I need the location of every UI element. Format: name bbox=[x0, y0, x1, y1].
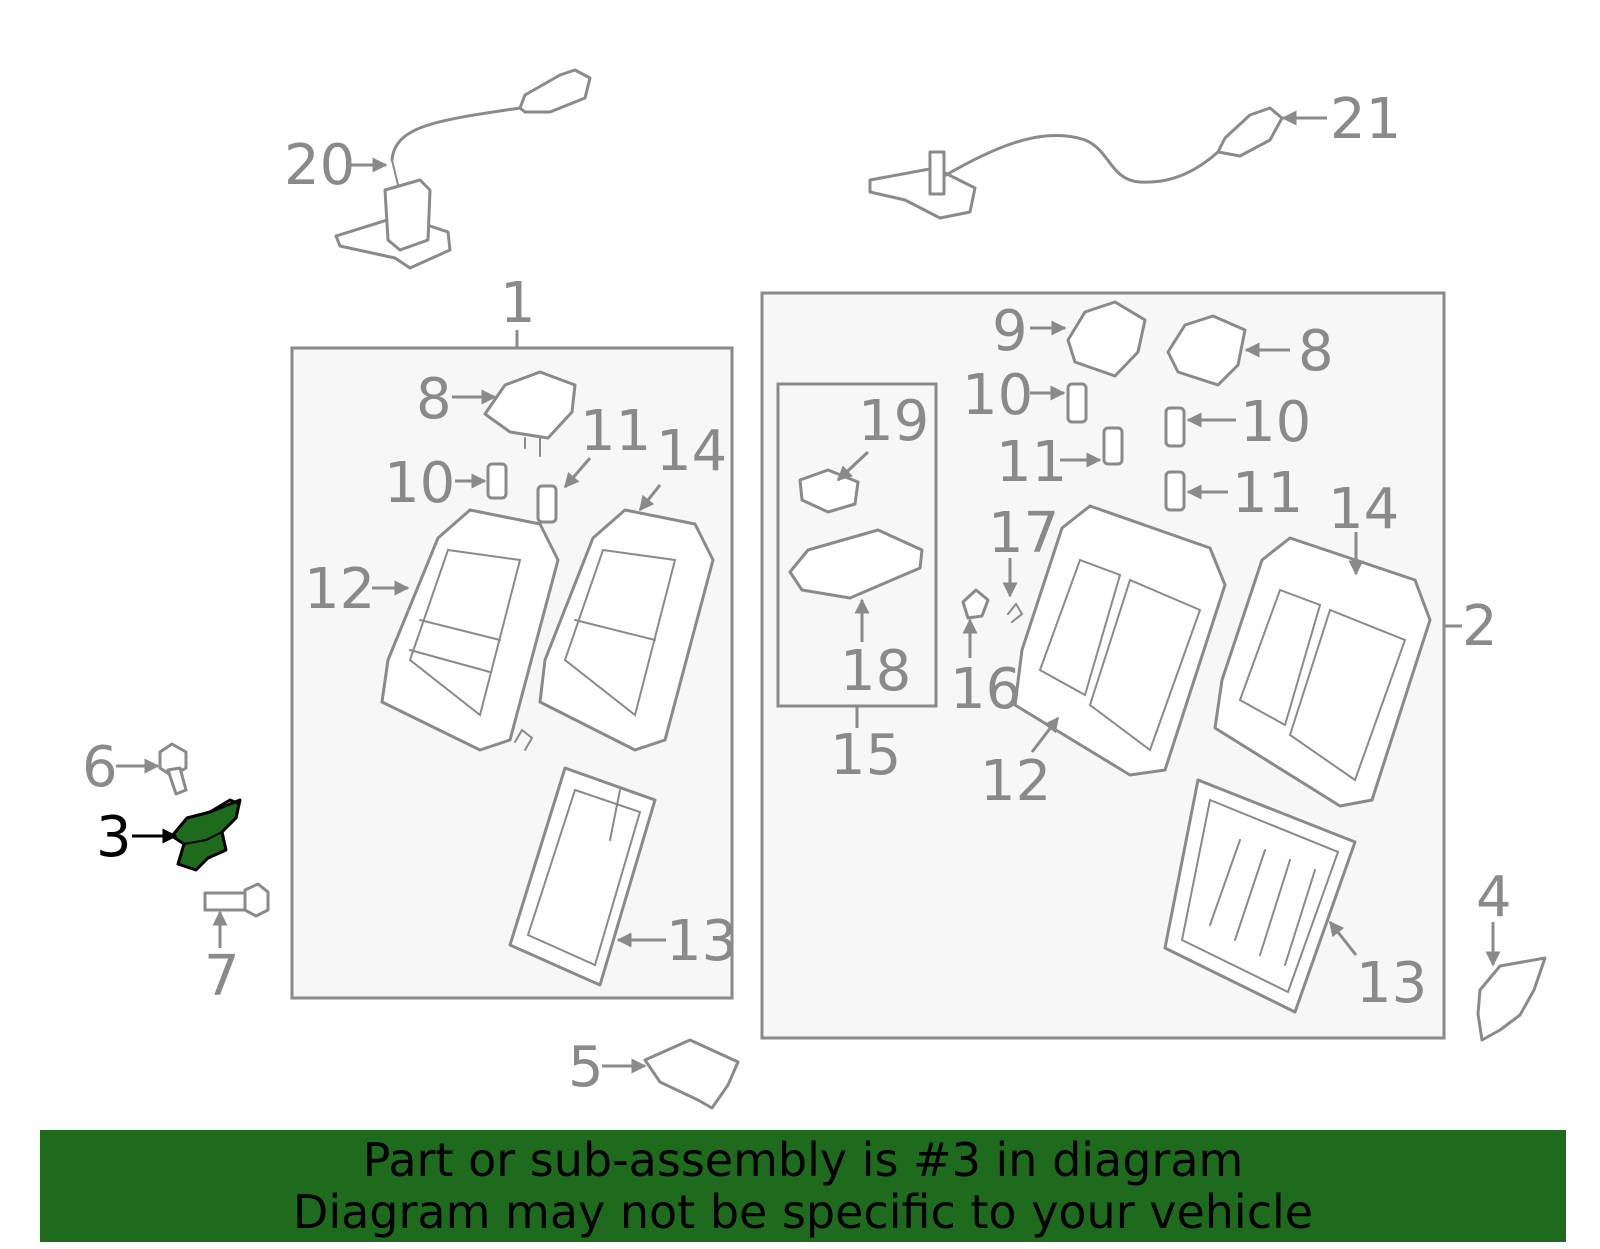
bolt-6-part bbox=[158, 742, 188, 796]
callout-13-right: 13 bbox=[1356, 951, 1427, 1016]
callout-16: 16 bbox=[950, 657, 1021, 722]
armrest-18-part bbox=[788, 528, 924, 600]
highlighted-bracket-3-part bbox=[170, 798, 242, 872]
callout-21: 21 bbox=[1330, 87, 1401, 152]
callout-14-left: 14 bbox=[656, 419, 727, 484]
callout-8-right: 8 bbox=[1298, 319, 1334, 384]
callout-10-center: 10 bbox=[962, 363, 1033, 428]
callout-13-left: 13 bbox=[666, 909, 737, 974]
left-seatback-panel-13-part bbox=[508, 766, 657, 987]
callout-2: 2 bbox=[1462, 594, 1498, 659]
callout-12-left: 12 bbox=[304, 557, 375, 622]
right-guide-10b-part bbox=[1164, 406, 1186, 448]
callout-18: 18 bbox=[840, 639, 911, 704]
left-seatback-cover-14-part bbox=[538, 508, 715, 752]
right-guide-11b-part bbox=[1164, 470, 1186, 512]
right-release-cable-part bbox=[868, 106, 1284, 220]
callout-11-left: 11 bbox=[580, 399, 651, 464]
left-clip-part bbox=[514, 728, 534, 751]
callout-14-right: 14 bbox=[1328, 477, 1399, 542]
callout-8-left: 8 bbox=[416, 367, 452, 432]
callout-12-right: 12 bbox=[980, 749, 1051, 814]
right-seatback-panel-13-part bbox=[1163, 778, 1357, 1014]
callout-4: 4 bbox=[1476, 865, 1512, 930]
callout-19: 19 bbox=[858, 389, 929, 454]
right-seatback-frame-12-part bbox=[1013, 504, 1227, 777]
hook-17-part bbox=[1007, 602, 1024, 623]
callout-9: 9 bbox=[992, 299, 1028, 364]
left-release-cable-part bbox=[334, 68, 592, 270]
left-headrest-part bbox=[483, 370, 577, 457]
callout-15: 15 bbox=[830, 723, 901, 788]
callout-11-center: 11 bbox=[996, 430, 1067, 495]
callout-17: 17 bbox=[988, 501, 1059, 566]
right-headrest-8-part bbox=[1166, 314, 1247, 387]
callout-1: 1 bbox=[500, 271, 536, 336]
trim-5-part bbox=[643, 1038, 740, 1110]
callout-3: 3 bbox=[96, 805, 132, 870]
bolt-7-part bbox=[203, 882, 270, 918]
left-headrest-guide-11-part bbox=[536, 484, 558, 524]
left-headrest-guide-10-part bbox=[486, 462, 508, 500]
callout-10-right: 10 bbox=[1240, 390, 1311, 455]
right-guide-10a-part bbox=[1066, 382, 1088, 424]
right-guide-11a-part bbox=[1102, 426, 1124, 466]
info-banner: Part or sub-assembly is #3 in diagram Di… bbox=[40, 1130, 1566, 1242]
bracket-4-part bbox=[1476, 956, 1547, 1042]
callout-5: 5 bbox=[568, 1035, 604, 1100]
callout-20: 20 bbox=[284, 133, 355, 198]
callout-7: 7 bbox=[204, 944, 240, 1009]
callout-6: 6 bbox=[82, 735, 118, 800]
center-headrest-9-part bbox=[1066, 300, 1147, 378]
callout-10-left: 10 bbox=[384, 451, 455, 516]
clip-16-part bbox=[961, 588, 990, 620]
right-seatback-cover-14-part bbox=[1213, 536, 1432, 808]
banner-line-1: Part or sub-assembly is #3 in diagram bbox=[362, 1133, 1244, 1187]
banner-line-2: Diagram may not be specific to your vehi… bbox=[292, 1185, 1314, 1239]
callout-11-right: 11 bbox=[1232, 461, 1303, 526]
left-seatback-frame-12-part bbox=[380, 508, 560, 752]
